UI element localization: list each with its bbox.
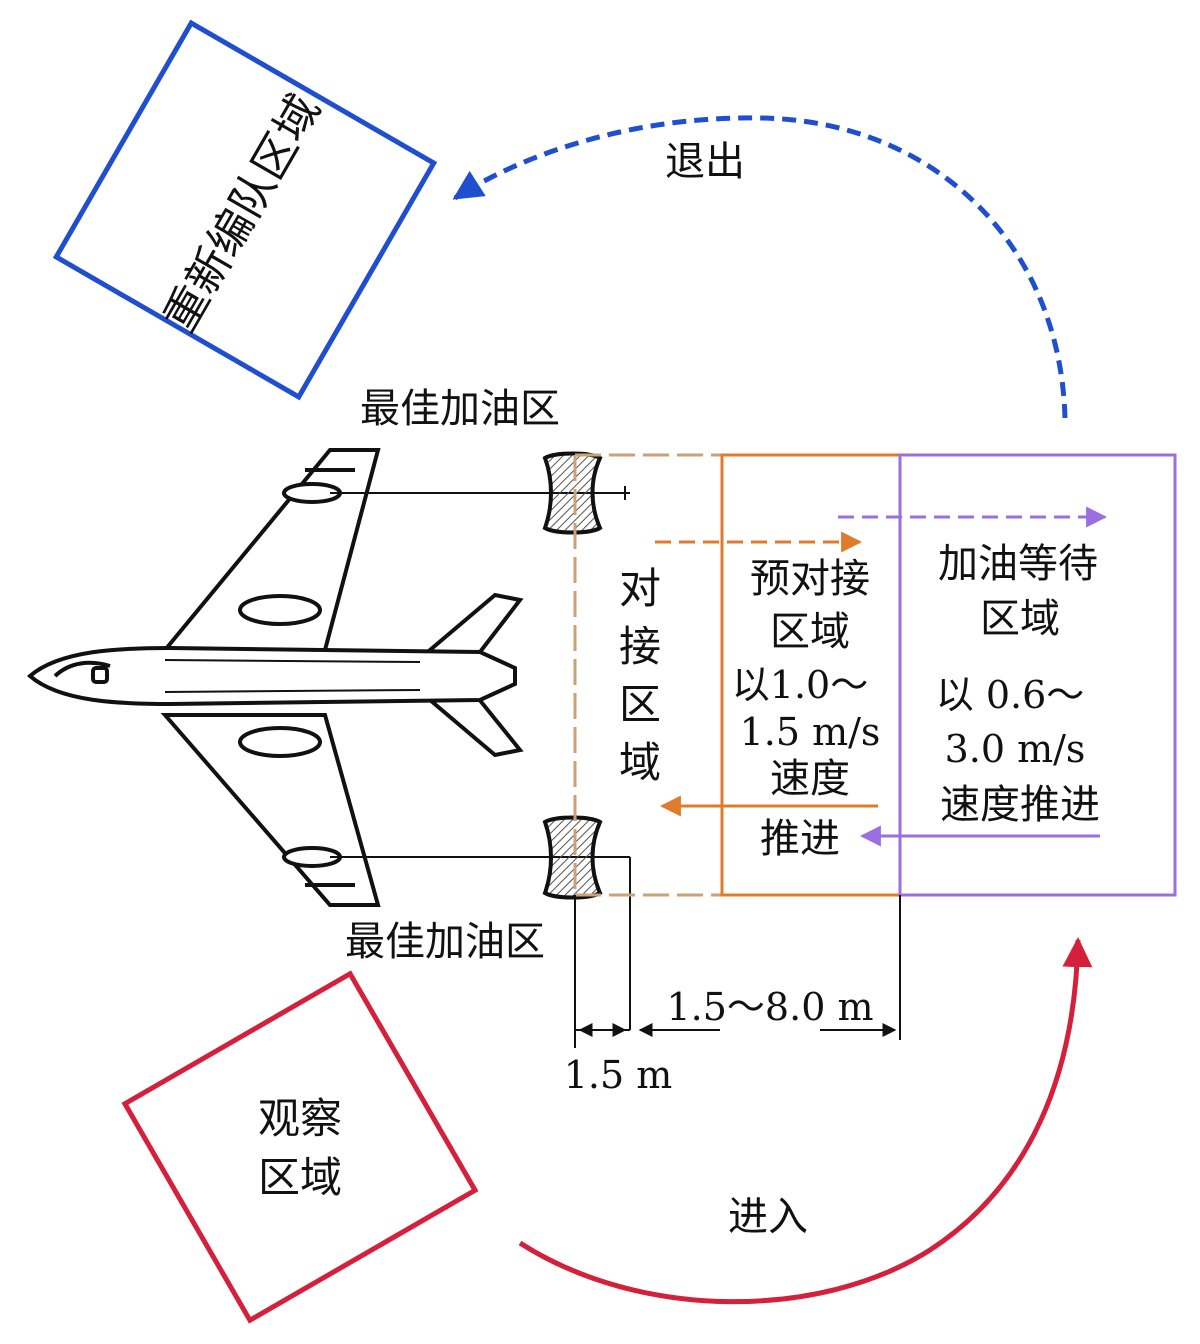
pre-docking-zone: 预对接 区域 以1.0～ 1.5 m/s 速度 推进 (655, 453, 902, 897)
best-refuel-label-bottom: 最佳加油区 (345, 919, 545, 965)
waiting-label-2: 区域 (980, 596, 1060, 642)
distance-near-label: 1.5 m (564, 1053, 673, 1097)
dimension-lines (574, 895, 901, 1048)
refueling-drogue-icon (542, 451, 603, 900)
tanker-aircraft-icon (26, 448, 524, 907)
docking-zone-label-1: 对 (619, 564, 661, 613)
regroup-zone-label: 重新编队区域 (154, 86, 330, 340)
observe-label-1: 观察 (258, 1094, 342, 1143)
observe-label-2: 区域 (258, 1153, 342, 1202)
regroup-zone: 重新编队区域 (52, 19, 438, 401)
refuel-waiting-zone: 加油等待 区域 以 0.6～ 3.0 m/s 速度推进 (838, 453, 1177, 897)
pre-docking-label-2: 区域 (770, 609, 850, 655)
distance-far-label: 1.5～8.0 m (667, 985, 874, 1029)
pre-docking-label-1: 预对接 (750, 556, 870, 602)
enter-label: 进入 (728, 1194, 808, 1240)
docking-zone-label-2: 接 (619, 622, 661, 671)
best-refuel-label-top: 最佳加油区 (360, 386, 560, 432)
docking-zone: 对 接 区 域 (573, 453, 722, 897)
pre-docking-label-6: 推进 (760, 816, 840, 862)
docking-zone-label-3: 区 (619, 680, 661, 729)
waiting-label-5: 速度推进 (940, 782, 1100, 828)
pre-docking-label-5: 速度 (770, 756, 850, 802)
pre-docking-label-4: 1.5 m/s (740, 710, 881, 754)
observation-zone: 观察 区域 (121, 970, 479, 1324)
waiting-label-4: 3.0 m/s (945, 727, 1086, 771)
waiting-label-3: 以 0.6～ (936, 673, 1085, 717)
docking-zone-label-4: 域 (619, 738, 661, 787)
exit-label: 退出 (665, 139, 745, 185)
enter-arrow: 进入 (518, 937, 1093, 1305)
pre-docking-label-3: 以1.0～ (732, 663, 868, 707)
waiting-label-1: 加油等待 (938, 541, 1098, 587)
exit-arrow: 退出 (452, 115, 1068, 419)
